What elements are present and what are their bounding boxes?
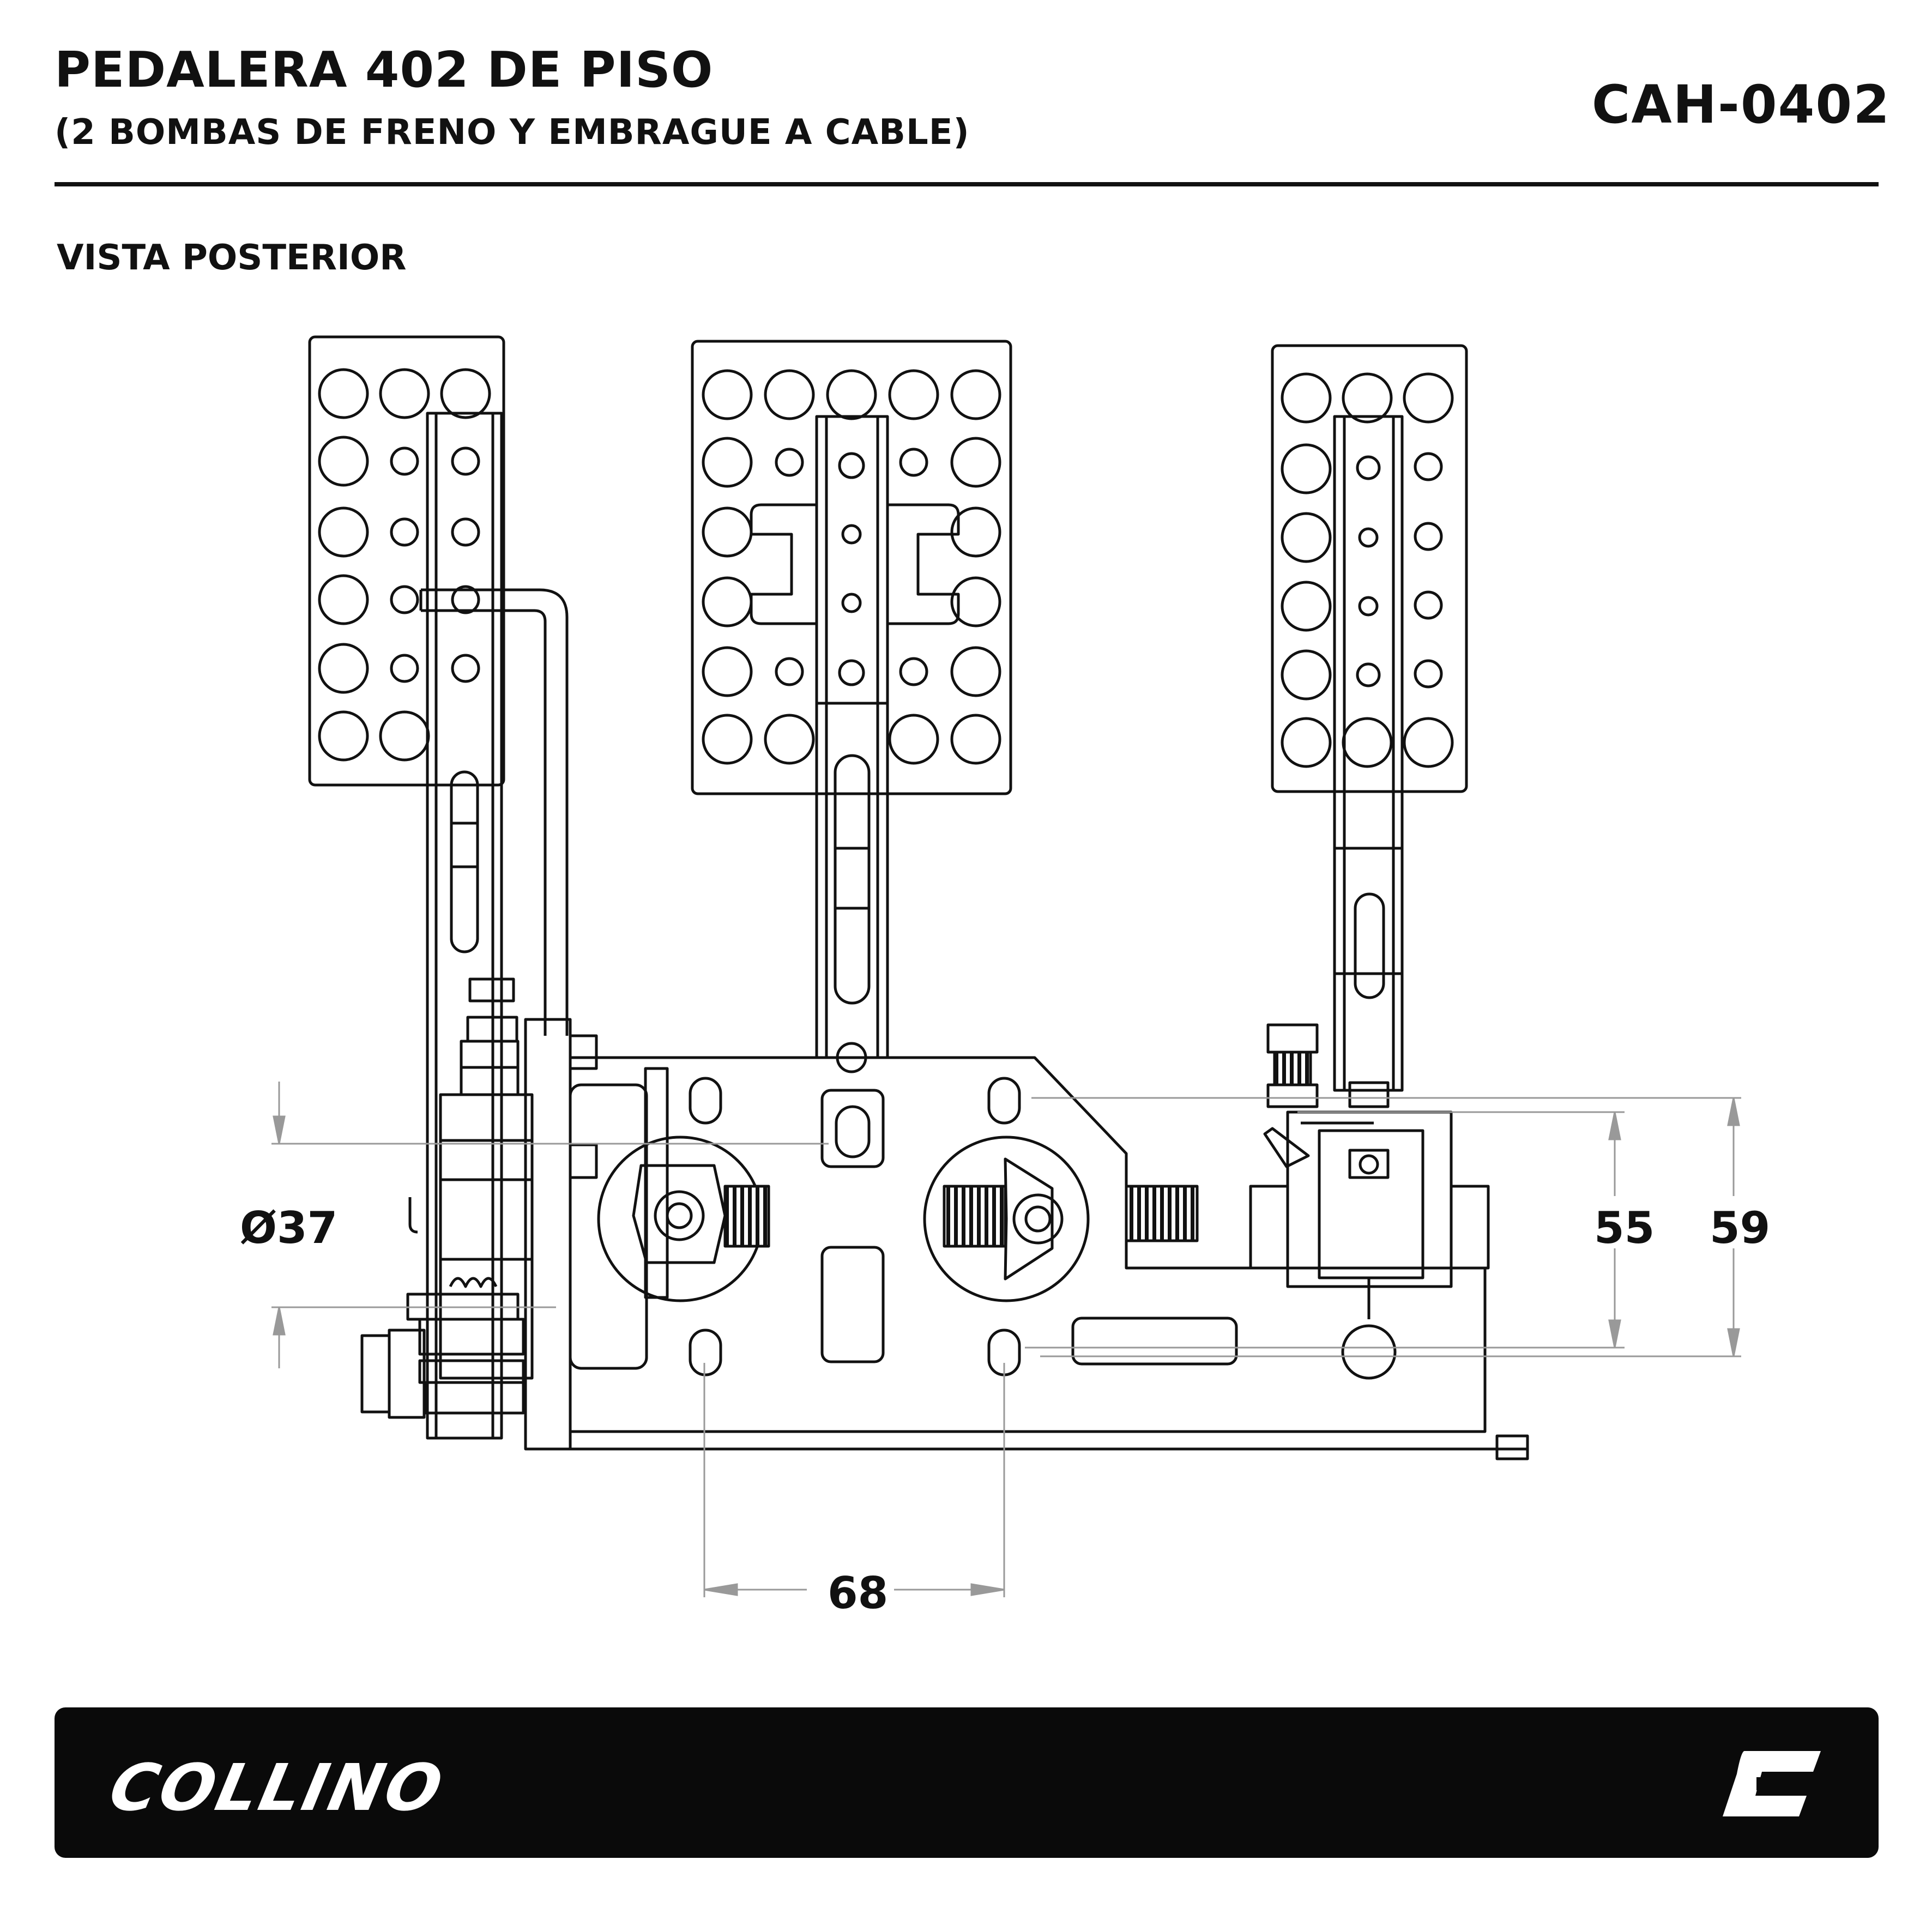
page-title: PEDALERA 402 DE PISO xyxy=(55,41,714,99)
brake-pedal-holes xyxy=(702,369,1001,765)
right-pedal xyxy=(1249,344,1490,1380)
dim-spacing-68: 68 xyxy=(828,1568,888,1619)
view-label: VISTA POSTERIOR xyxy=(57,238,407,278)
dimension-lines xyxy=(271,1082,1741,1597)
right-pedal-holes xyxy=(1281,372,1454,768)
brake-pedal xyxy=(691,340,1012,1073)
dim-height-55: 55 xyxy=(1594,1203,1655,1253)
collino-c-logo-icon xyxy=(1723,1751,1822,1816)
master-cylinder-right xyxy=(923,1136,1199,1302)
header-divider xyxy=(55,182,1879,186)
clutch-pedal xyxy=(308,335,569,1440)
clutch-pedal-holes xyxy=(318,368,491,762)
part-code: CAH-0402 xyxy=(1591,74,1891,135)
dim-height-59: 59 xyxy=(1710,1203,1770,1253)
dim-diameter: Ø37 xyxy=(240,1203,337,1253)
base-plate xyxy=(524,1018,1529,1460)
brand-wordmark: COLLINO xyxy=(103,1750,451,1825)
footer-banner: COLLINO xyxy=(55,1707,1879,1858)
master-cylinder-left xyxy=(597,1136,770,1302)
page-subtitle: (2 BOMBAS DE FRENO Y EMBRAGUE A CABLE) xyxy=(55,112,970,153)
